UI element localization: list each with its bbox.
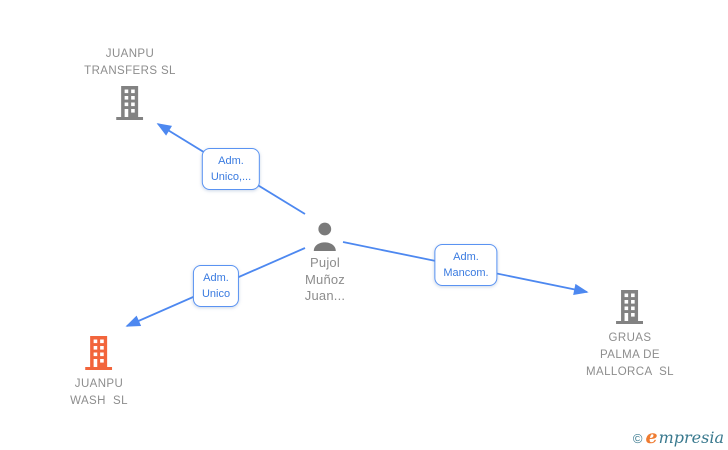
- building-icon-highlighted: [85, 336, 113, 370]
- company-name-line: WASH SL: [70, 395, 128, 407]
- building-icon: [616, 290, 644, 324]
- edge-label-adm-unico-transfers[interactable]: Adm. Unico,...: [201, 148, 261, 190]
- company-name-line: GRUAS: [608, 332, 652, 344]
- company-name-line: JUANPU: [74, 378, 124, 390]
- edge-label-line: Adm.: [453, 251, 479, 263]
- edge-label-line: Unico: [201, 288, 231, 300]
- company-name-line: PALMA DE: [600, 349, 660, 361]
- person-icon: [314, 222, 336, 251]
- person-node-pujol-munoz[interactable]: Pujol Muñoz Juan...: [305, 222, 345, 305]
- edge-label-line: Adm.: [218, 155, 244, 167]
- edge-label-line: Mancom.: [443, 267, 489, 279]
- brand-initial: e: [645, 426, 658, 448]
- edge-label-line: Adm.: [203, 272, 229, 284]
- company-node-gruas-palma[interactable]: GRUAS PALMA DE MALLORCA SL: [586, 290, 674, 381]
- building-icon: [116, 86, 144, 120]
- person-name-line: Juan...: [304, 288, 346, 303]
- edge-label-adm-mancom[interactable]: Adm. Mancom.: [434, 244, 498, 286]
- brand-text: mpresia: [658, 428, 724, 447]
- person-name-line: Muñoz: [304, 271, 346, 287]
- person-name-line: Pujol: [310, 255, 340, 270]
- edge-label-adm-unico-wash[interactable]: Adm. Unico: [192, 265, 240, 307]
- company-name-line: TRANSFERS SL: [84, 65, 176, 77]
- edge-label-line: Unico,...: [210, 171, 252, 183]
- company-node-juanpu-wash[interactable]: JUANPU WASH SL: [70, 336, 128, 410]
- company-node-juanpu-transfers[interactable]: JUANPU TRANSFERS SL: [84, 46, 176, 120]
- company-name-line: JUANPU: [105, 48, 155, 60]
- copyright-icon: ©: [632, 431, 643, 446]
- company-name-line: MALLORCA SL: [586, 366, 674, 378]
- empresia-logo[interactable]: © e mpresia: [633, 426, 724, 448]
